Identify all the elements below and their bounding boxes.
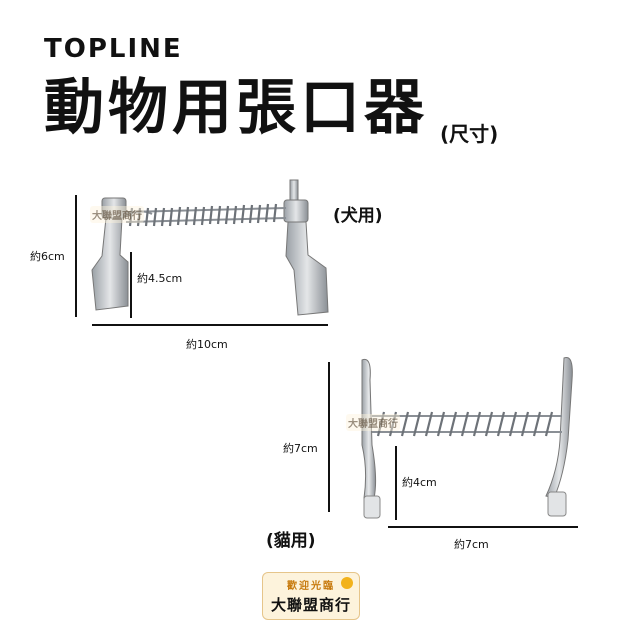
store-tagline: 歡迎光臨	[287, 581, 335, 592]
cat-width-line	[388, 526, 578, 528]
cat-inner-height-label: 約4cm	[402, 476, 437, 489]
cat-inner-height-line	[395, 446, 397, 520]
brand-name: TOPLINE	[44, 34, 183, 64]
dog-inner-height-line	[130, 252, 132, 318]
cat-usage-label: (貓用)	[266, 531, 316, 551]
dog-mouth-gag-image	[91, 179, 329, 316]
dog-height-line	[75, 195, 77, 317]
mascot-icon	[341, 577, 353, 589]
store-watermark-dog: 大聯盟商行	[90, 206, 144, 223]
cat-width-label: 約7cm	[454, 538, 489, 551]
dog-width-line	[92, 324, 328, 326]
cat-height-label: 約7cm	[283, 442, 318, 455]
store-logo: 歡迎光臨 大聯盟商行	[262, 572, 360, 620]
cat-mouth-gag-image	[361, 356, 573, 519]
page-title: 動物用張口器	[44, 73, 428, 143]
dog-usage-label: (犬用)	[333, 206, 383, 226]
title-note: (尺寸)	[440, 122, 499, 146]
store-watermark-cat: 大聯盟商行	[346, 414, 400, 431]
cat-height-line	[328, 362, 330, 512]
store-name: 大聯盟商行	[270, 596, 351, 614]
dog-height-label: 約6cm	[30, 250, 65, 263]
dog-inner-height-label: 約4.5cm	[137, 272, 183, 285]
dog-width-label: 約10cm	[186, 338, 228, 351]
